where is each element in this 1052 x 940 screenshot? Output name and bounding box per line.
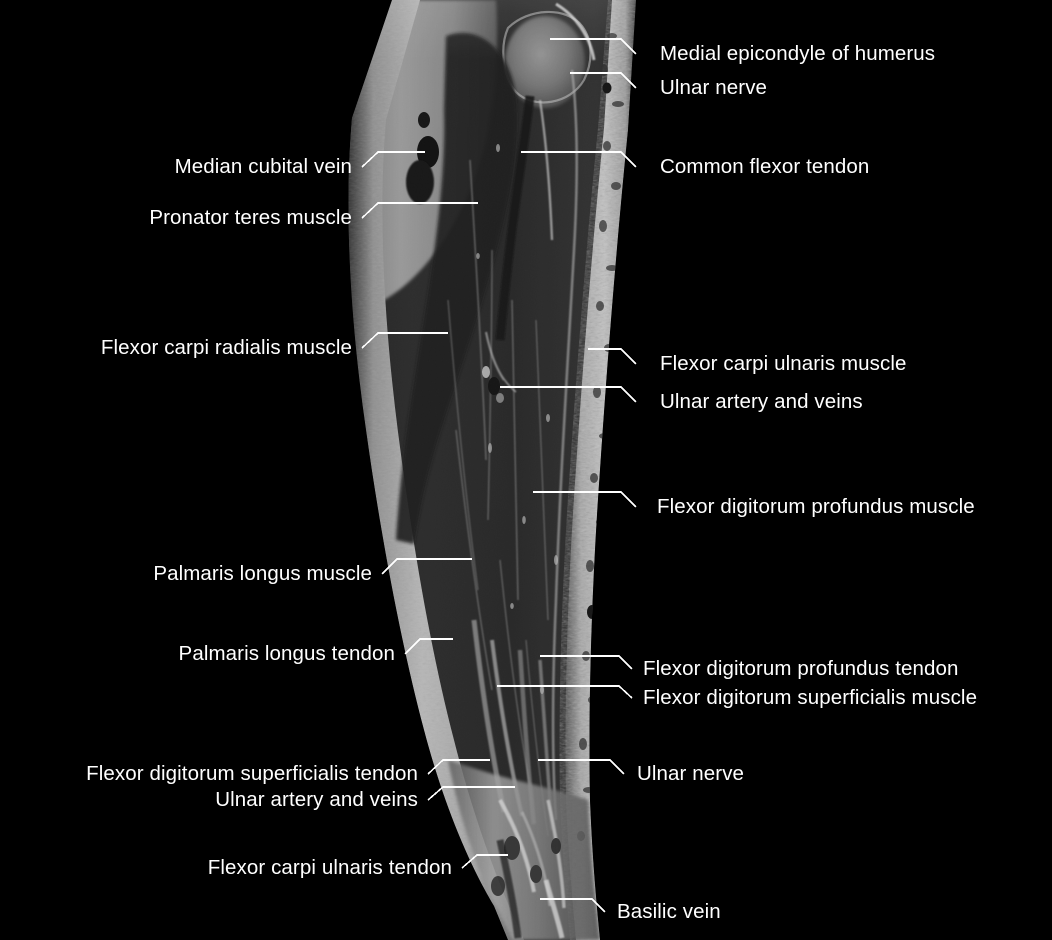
annotation-label-ulnar-artery-and-veins-mid: Ulnar artery and veins (660, 390, 863, 413)
annotation-label-medial-epicondyle-of-humerus: Medial epicondyle of humerus (660, 42, 936, 65)
annotation-label-ulnar-nerve-proximal: Ulnar nerve (660, 76, 768, 99)
annotation-label-median-cubital-vein: Median cubital vein (174, 155, 352, 178)
leader-line-flexor-carpi-ulnaris-tendon (461, 854, 508, 869)
leader-line-medial-epicondyle-of-humerus (550, 38, 637, 55)
annotation-label-flexor-digitorum-superficialis-tendon: Flexor digitorum superficialis tendon (86, 762, 418, 785)
annotation-label-ulnar-nerve-distal: Ulnar nerve (637, 762, 745, 785)
leader-line-common-flexor-tendon (521, 151, 637, 168)
annotation-label-flexor-carpi-ulnaris-muscle: Flexor carpi ulnaris muscle (660, 352, 907, 375)
leader-line-palmaris-longus-tendon (404, 638, 453, 655)
leader-line-flexor-carpi-ulnaris-muscle (588, 348, 637, 365)
annotation-label-flexor-digitorum-profundus-tendon: Flexor digitorum profundus tendon (643, 657, 959, 680)
leader-line-flexor-digitorum-profundus-muscle (533, 491, 637, 508)
annotation-label-pronator-teres-muscle: Pronator teres muscle (149, 206, 352, 229)
annotation-label-flexor-carpi-ulnaris-tendon: Flexor carpi ulnaris tendon (207, 856, 452, 879)
annotation-label-palmaris-longus-muscle: Palmaris longus muscle (153, 562, 372, 585)
leader-line-ulnar-nerve-proximal (570, 72, 637, 89)
leader-line-flexor-carpi-radialis-muscle (361, 332, 448, 349)
annotation-label-ulnar-artery-and-veins-distal: Ulnar artery and veins (215, 788, 418, 811)
annotation-label-flexor-digitorum-superficialis-muscle: Flexor digitorum superficialis muscle (643, 686, 978, 709)
leader-line-median-cubital-vein (361, 151, 425, 168)
annotation-label-palmaris-longus-tendon: Palmaris longus tendon (178, 642, 395, 665)
leader-line-palmaris-longus-muscle (381, 558, 472, 575)
leader-lines (361, 38, 637, 913)
leader-line-ulnar-nerve-distal (538, 759, 625, 775)
annotation-label-flexor-carpi-radialis-muscle: Flexor carpi radialis muscle (100, 336, 352, 359)
annotation-label-basilic-vein: Basilic vein (617, 900, 721, 923)
leader-line-flexor-digitorum-profundus-tendon (540, 655, 633, 670)
leader-line-ulnar-artery-and-veins-distal (427, 786, 515, 801)
leader-line-ulnar-artery-and-veins-mid (500, 386, 637, 403)
annotation-label-common-flexor-tendon: Common flexor tendon (660, 155, 870, 178)
leader-line-flexor-digitorum-superficialis-tendon (427, 759, 490, 775)
forearm-cross-section (348, 0, 636, 940)
leader-line-pronator-teres-muscle (361, 202, 478, 219)
annotation-label-flexor-digitorum-profundus-muscle: Flexor digitorum profundus muscle (657, 495, 975, 518)
leader-line-basilic-vein (540, 898, 606, 913)
leader-line-flexor-digitorum-superficialis-muscle (497, 685, 633, 699)
